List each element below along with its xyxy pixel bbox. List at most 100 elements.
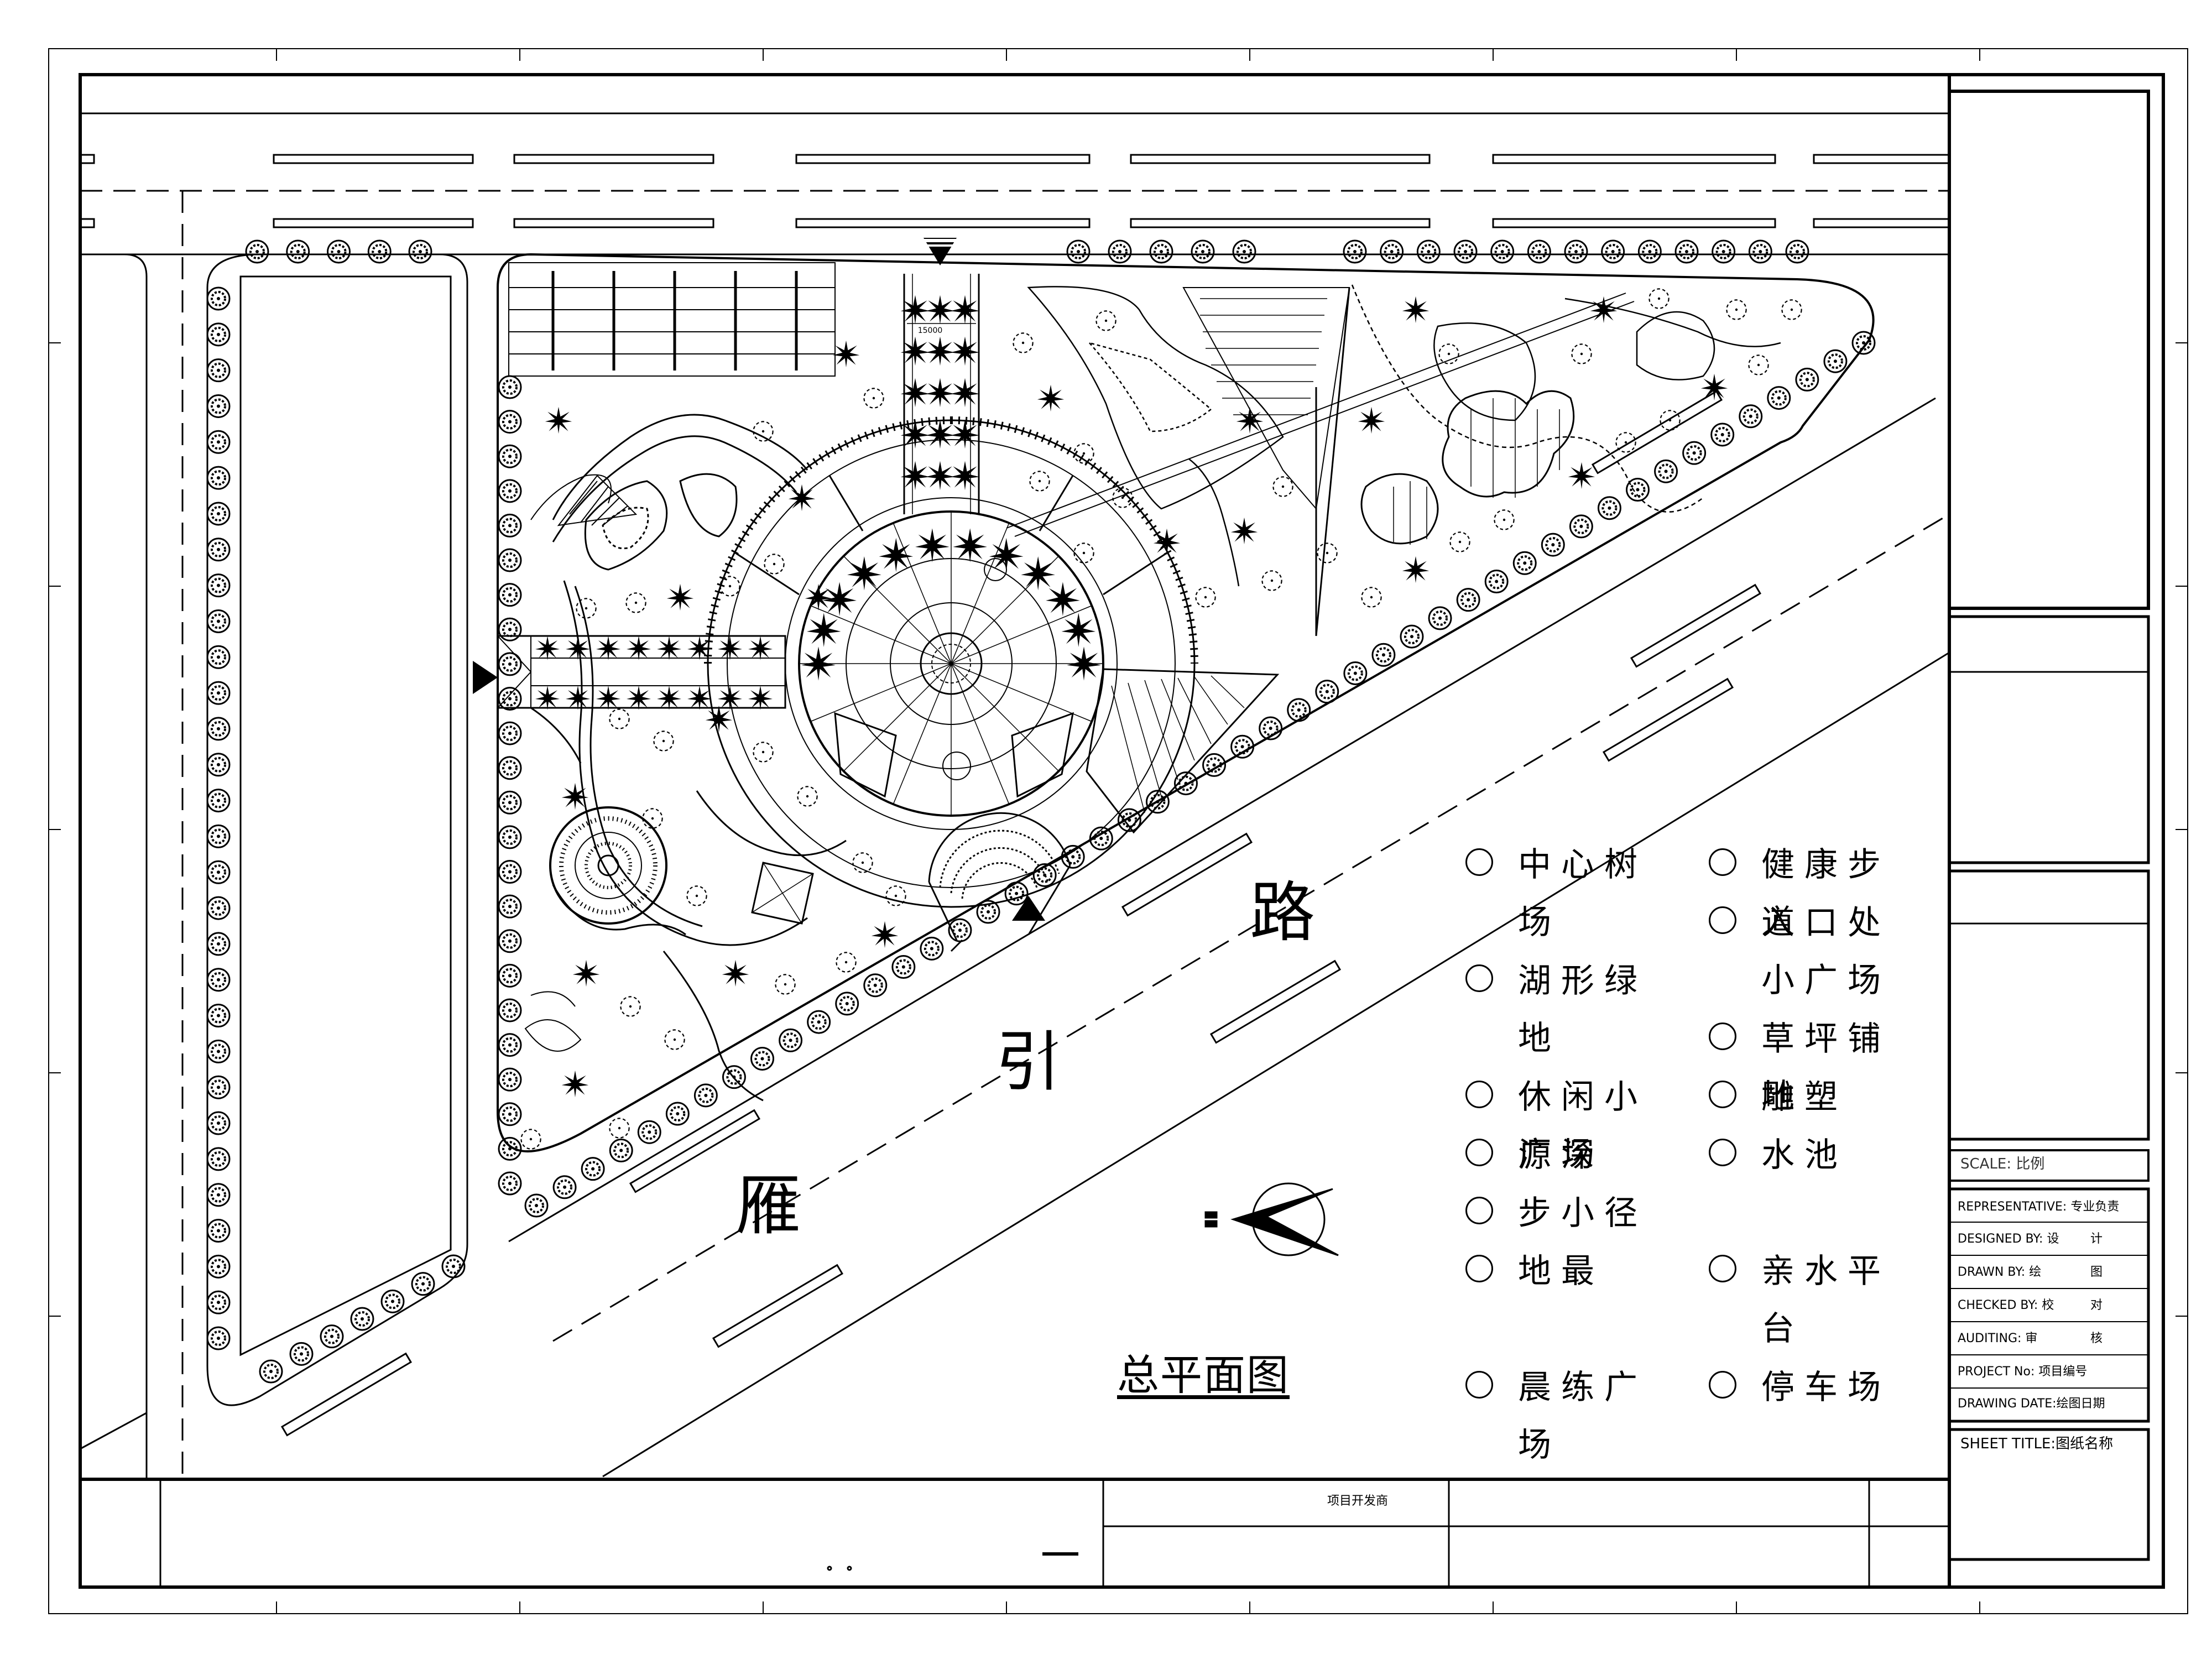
palm-tree-icon [879,538,914,572]
tree-icon [1108,239,1132,264]
tree-icon [1541,533,1566,557]
legend-label: 步小径 [1518,1194,1647,1233]
tree-icon [1399,624,1424,649]
palm-tree-icon [705,705,733,733]
legend-label: 中心树场 [1518,846,1647,942]
tree-icon [206,1146,231,1171]
tree-icon [206,573,231,598]
tree-icon [498,1032,522,1057]
tree-icon [206,501,231,526]
tree-icon [1456,587,1481,612]
palm-tree-icon [915,528,950,562]
palm-tree-icon [900,336,930,366]
palm-tree-icon [657,686,681,710]
shrub-icon [764,554,785,575]
shrub-icon [1648,288,1670,309]
designed-by-label: DESIGNED BY: 设 [1958,1232,2059,1246]
palm-tree-icon [953,528,987,562]
tree-icon [722,1065,747,1089]
tree-icon [1851,331,1876,355]
dimension-label: 15000 [918,326,943,335]
palm-tree-icon [806,613,841,647]
tree-icon [1453,239,1478,264]
park-boundary [497,253,1875,1152]
tree-icon [1371,643,1396,667]
tree-icon [863,973,888,998]
palm-tree-icon [748,636,773,660]
tree-icon [1766,385,1791,410]
drawing-date-label: DRAWING DATE:绘图日期 [1958,1397,2105,1411]
tree-icon [206,824,231,849]
sheet-title-label: SHEET TITLE:图纸名称 [1960,1436,2114,1452]
shrub-icon [1660,410,1681,431]
palm-tree-icon [627,686,651,710]
plan-title: 总平面图 [1117,1350,1290,1400]
shrub-icon [1781,299,1802,320]
shrub-icon [775,974,796,995]
tree-icon [498,825,522,849]
palm-tree-icon [572,959,600,987]
title-block [1948,90,2150,1561]
developer-label: 项目开发商 [1327,1494,1389,1508]
tree-icon [1682,441,1707,466]
tree-icon [891,954,916,979]
palm-tree-icon [722,959,749,987]
shrub-icon [753,742,774,763]
shrub-icon [885,885,906,906]
diagonal-road [280,390,1950,1478]
palm-tree-icon [1402,296,1430,324]
palm-tree-icon [718,636,742,660]
tree-icon [498,928,522,953]
tree-icon [206,1075,231,1100]
shrub-icon [1615,432,1636,453]
palm-tree-icon [596,686,620,710]
tree-icon [206,466,231,491]
nw-pavilion [557,474,638,526]
tree-icon [206,681,231,706]
tree-icon [206,358,231,383]
palm-tree-icon [687,686,712,710]
tree-icon [1416,239,1441,264]
tree-icon [206,430,231,455]
tree-icon [498,582,522,607]
bottom-title-strip [159,1479,1949,1587]
legend-label: 雕塑 [1761,1078,1848,1117]
tree-icon [498,444,522,469]
palm-tree-icon [545,406,572,434]
palm-tree-icon [925,336,955,366]
palm-tree-icon [950,461,980,491]
legend-label: 地最 [1518,1252,1604,1291]
tree-icon [1004,881,1029,906]
checked-by-suffix: 对 [2090,1298,2103,1312]
shrub-icon [1494,509,1515,530]
tree-icon [206,609,231,634]
shrub-icon [863,388,884,409]
shrub-icon [609,708,630,729]
palm-tree-icon [989,538,1024,572]
tree-icon [1089,826,1114,851]
legend-item: 草坪铺地 [1709,1020,1941,1136]
south-east-hatched-plaza [1086,668,1280,834]
tree-icon [947,918,972,943]
entrance-arrows [473,238,1045,921]
legend-circle-icon [1465,1081,1493,1108]
legend-label: 源深 [1518,1136,1604,1175]
tree-icon [206,716,231,741]
tree-icon [1748,239,1773,264]
palm-tree-icon [1061,613,1096,647]
tree-icon [637,1120,662,1145]
shrub-icon [653,731,674,752]
tree-icon [206,1039,231,1064]
tree-icon [498,998,522,1022]
north-arrow [1203,1182,1339,1256]
tree-icon [498,721,522,746]
palm-tree-icon [596,636,620,660]
tree-icon [1512,551,1537,576]
pergola-grid [509,271,835,371]
tree-icon [285,239,310,264]
legend-label: 停车场 [1761,1368,1891,1407]
tree-icon [552,1175,577,1199]
shrub-icon [620,996,641,1017]
tree-icon [498,409,522,434]
